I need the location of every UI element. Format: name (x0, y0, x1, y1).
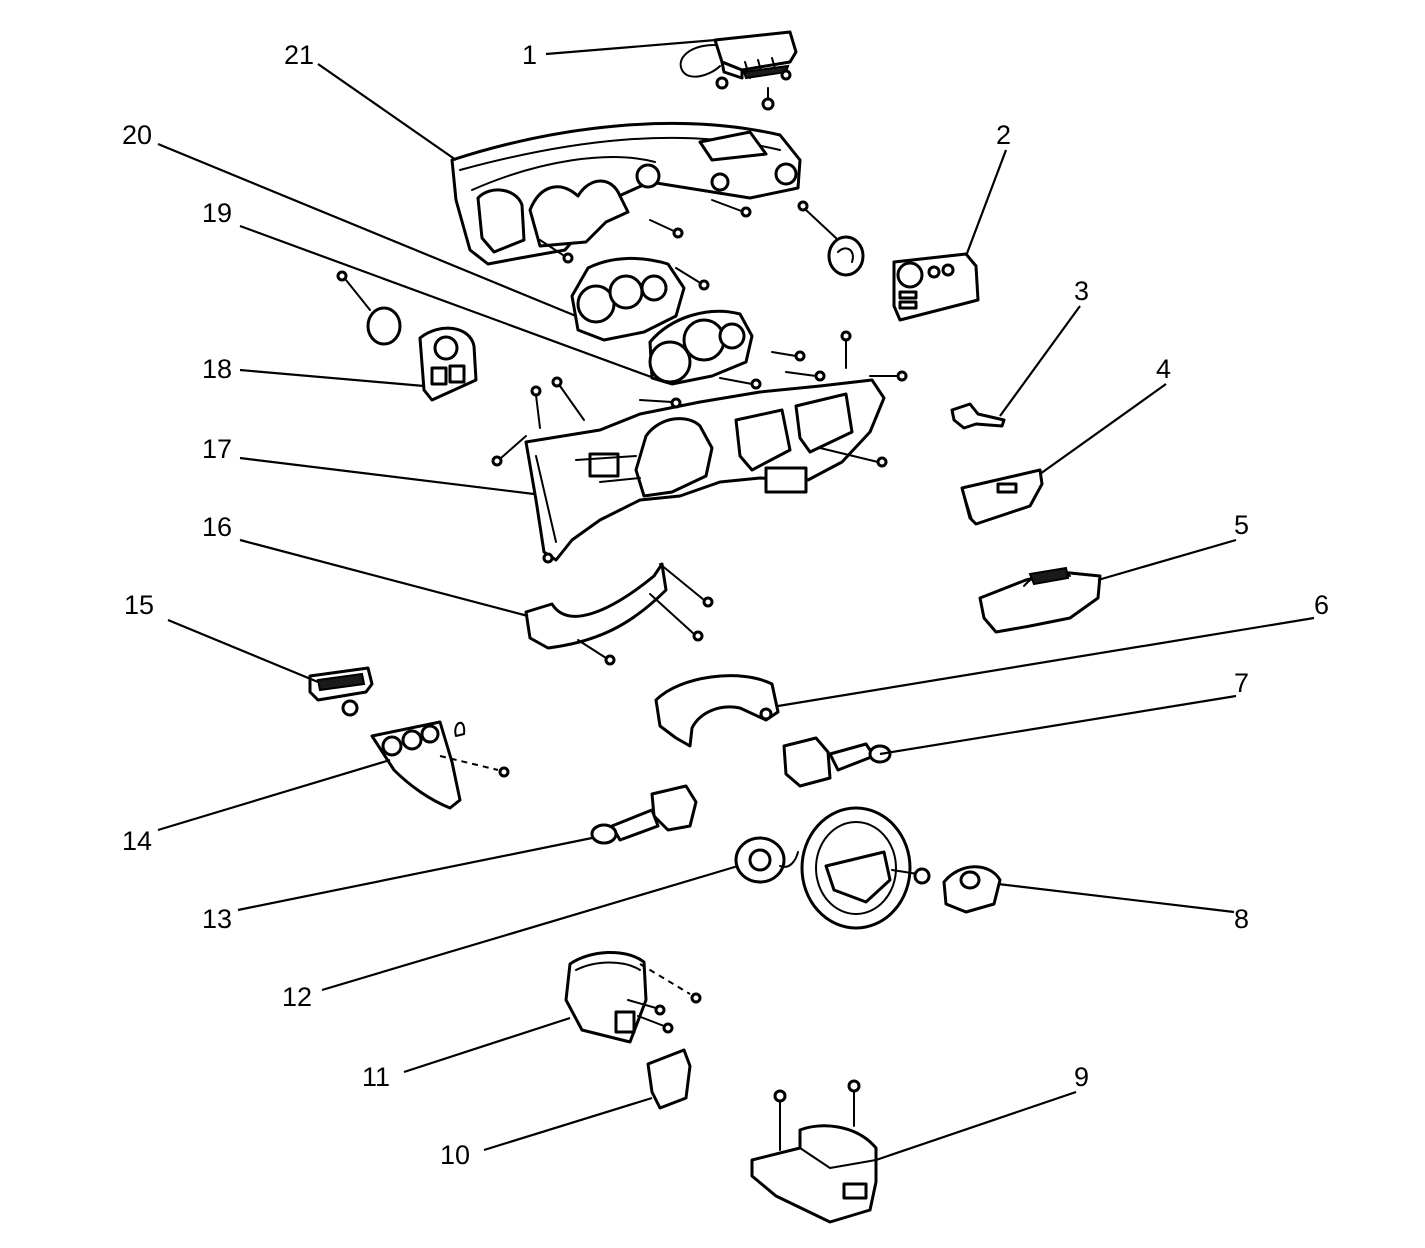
callout-4: 4 (1156, 354, 1171, 384)
callout-13: 13 (202, 904, 232, 934)
part-19-instrument-cluster (648, 309, 754, 386)
part-21-instrument-panel-pad (450, 122, 802, 266)
callout-12: 12 (282, 982, 312, 1012)
part-steering-wheel (800, 806, 931, 930)
part-10-trim-cover (646, 1048, 692, 1110)
part-14-lower-trim-bezel (370, 720, 510, 810)
part-11-column-lower-cover (564, 951, 702, 1044)
callout-18: 18 (202, 354, 232, 384)
callout-7: 7 (1234, 668, 1249, 698)
part-13-wiper-switch (590, 784, 698, 845)
callout-9: 9 (1074, 1062, 1089, 1092)
part-2-center-bezel (892, 252, 980, 322)
callout-16: 16 (202, 512, 232, 542)
callout-3: 3 (1074, 276, 1089, 306)
part-4-glove-box (960, 468, 1044, 526)
callout-1: 1 (522, 40, 537, 70)
callout-19: 19 (202, 198, 232, 228)
part-15-switch (308, 666, 374, 717)
callout-5: 5 (1234, 510, 1249, 540)
part-12-clock-spring (734, 836, 799, 884)
part-6-column-upper-cover (654, 674, 780, 748)
part-3-release-handle (950, 402, 1006, 430)
callout-6: 6 (1314, 590, 1329, 620)
part-20-cluster-bezel (570, 256, 710, 342)
leader-lines (157, 38, 1315, 1162)
callout-17: 17 (202, 434, 232, 464)
part-17-lower-panel (491, 330, 908, 564)
part-8-driver-airbag (942, 865, 1002, 914)
callout-2: 2 (996, 120, 1011, 150)
callout-15: 15 (124, 590, 154, 620)
part-5-knee-panel (978, 566, 1102, 634)
part-1-airbag-module (679, 30, 798, 111)
part-16-knee-bolster (524, 562, 714, 666)
callout-14: 14 (122, 826, 152, 856)
callout-20: 20 (122, 120, 152, 150)
callout-11: 11 (362, 1062, 390, 1092)
callout-8: 8 (1234, 904, 1249, 934)
part-9-console (750, 1079, 878, 1224)
part-7-multifunction-switch (782, 736, 892, 788)
callout-10: 10 (440, 1140, 470, 1170)
callout-21: 21 (284, 40, 314, 70)
part-knob-right (797, 200, 865, 277)
part-18-switch-bezel (336, 270, 478, 402)
callout-labels: 1 2 3 4 5 6 7 8 9 10 11 12 13 14 15 16 1… (122, 40, 1329, 1170)
